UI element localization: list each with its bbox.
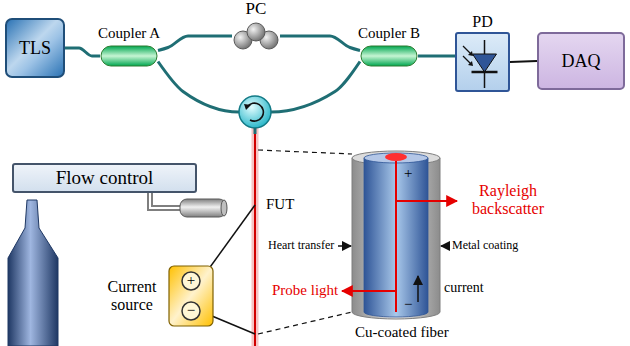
light-ray-head (468, 61, 473, 66)
coupler-capsule: Coupler A (100, 45, 158, 67)
backscatter-arrow (396, 200, 457, 202)
coating-arrow (441, 245, 450, 247)
probe-arrow (342, 290, 396, 292)
terminal-sign: − (187, 302, 195, 319)
diode-triangle (473, 54, 497, 72)
gas-nozzle (180, 199, 226, 217)
pd-symbol (457, 34, 512, 94)
polarization-controller: PC (232, 22, 280, 50)
pc-symbol (232, 22, 280, 50)
circulator (239, 96, 271, 128)
coupler-body (101, 46, 157, 66)
current-arrow (417, 276, 419, 302)
node-label: Current source (100, 278, 164, 315)
fiber-link (280, 36, 360, 51)
node-label: Flow control (56, 167, 154, 189)
light-spot (385, 153, 407, 161)
light-path (395, 161, 397, 312)
terminal-sign: + (187, 272, 195, 289)
fiber-halo (252, 126, 259, 346)
fiber-caption: Cu-coated fiber (355, 324, 449, 341)
polarity-sign: + (404, 165, 412, 182)
daq-box: DAQ (537, 32, 625, 90)
gas-tube-bore (150, 193, 182, 208)
coupler-body (361, 46, 417, 66)
heat-arrow (338, 245, 351, 247)
terminal (182, 272, 200, 290)
zoom-line (258, 312, 352, 334)
light-ray (463, 56, 471, 64)
fut-label: FUT (266, 196, 294, 213)
terminal (182, 302, 200, 320)
circulator-port (254, 128, 257, 134)
light-ray (463, 46, 471, 54)
gas-bottle (8, 200, 58, 346)
nozzle-end (221, 200, 227, 216)
node-label: DAQ (562, 51, 601, 72)
node-label: Coupler B (358, 25, 420, 42)
node-label: PC (246, 0, 267, 19)
node-label: TLS (19, 38, 51, 59)
backscatter-label: Rayleigh backscatter (462, 182, 554, 219)
heat-label: Heart transfer (268, 239, 334, 253)
coating-label: Metal coating (452, 239, 518, 253)
coupler-symbol (360, 45, 418, 67)
fiber-link (510, 61, 537, 62)
zoom-line (258, 150, 352, 154)
node-label: Coupler A (98, 25, 160, 42)
laser-source-box: TLS (5, 18, 65, 78)
diode-bar (472, 71, 498, 74)
flow-control-box: Flow control (12, 163, 197, 193)
coupler-capsule: Coupler B (360, 45, 418, 67)
fiber-core (364, 158, 428, 317)
fiber-link (65, 48, 100, 56)
fiber-link (158, 36, 232, 51)
node-label: PD (472, 13, 492, 31)
coupler-symbol (100, 45, 158, 67)
fiber-under-test (254, 126, 256, 346)
polarity-sign: − (404, 296, 412, 313)
circulator-head (244, 104, 251, 110)
light-ray-head (468, 51, 473, 56)
source-body (169, 266, 213, 326)
probe-label: Probe light (272, 282, 338, 299)
gas-tube (150, 193, 182, 208)
metal-coating (352, 158, 440, 319)
current-label: current (444, 280, 484, 296)
fiber-link (418, 55, 455, 58)
photodetector-box: PD (455, 32, 510, 92)
paddle-ball (247, 23, 265, 41)
